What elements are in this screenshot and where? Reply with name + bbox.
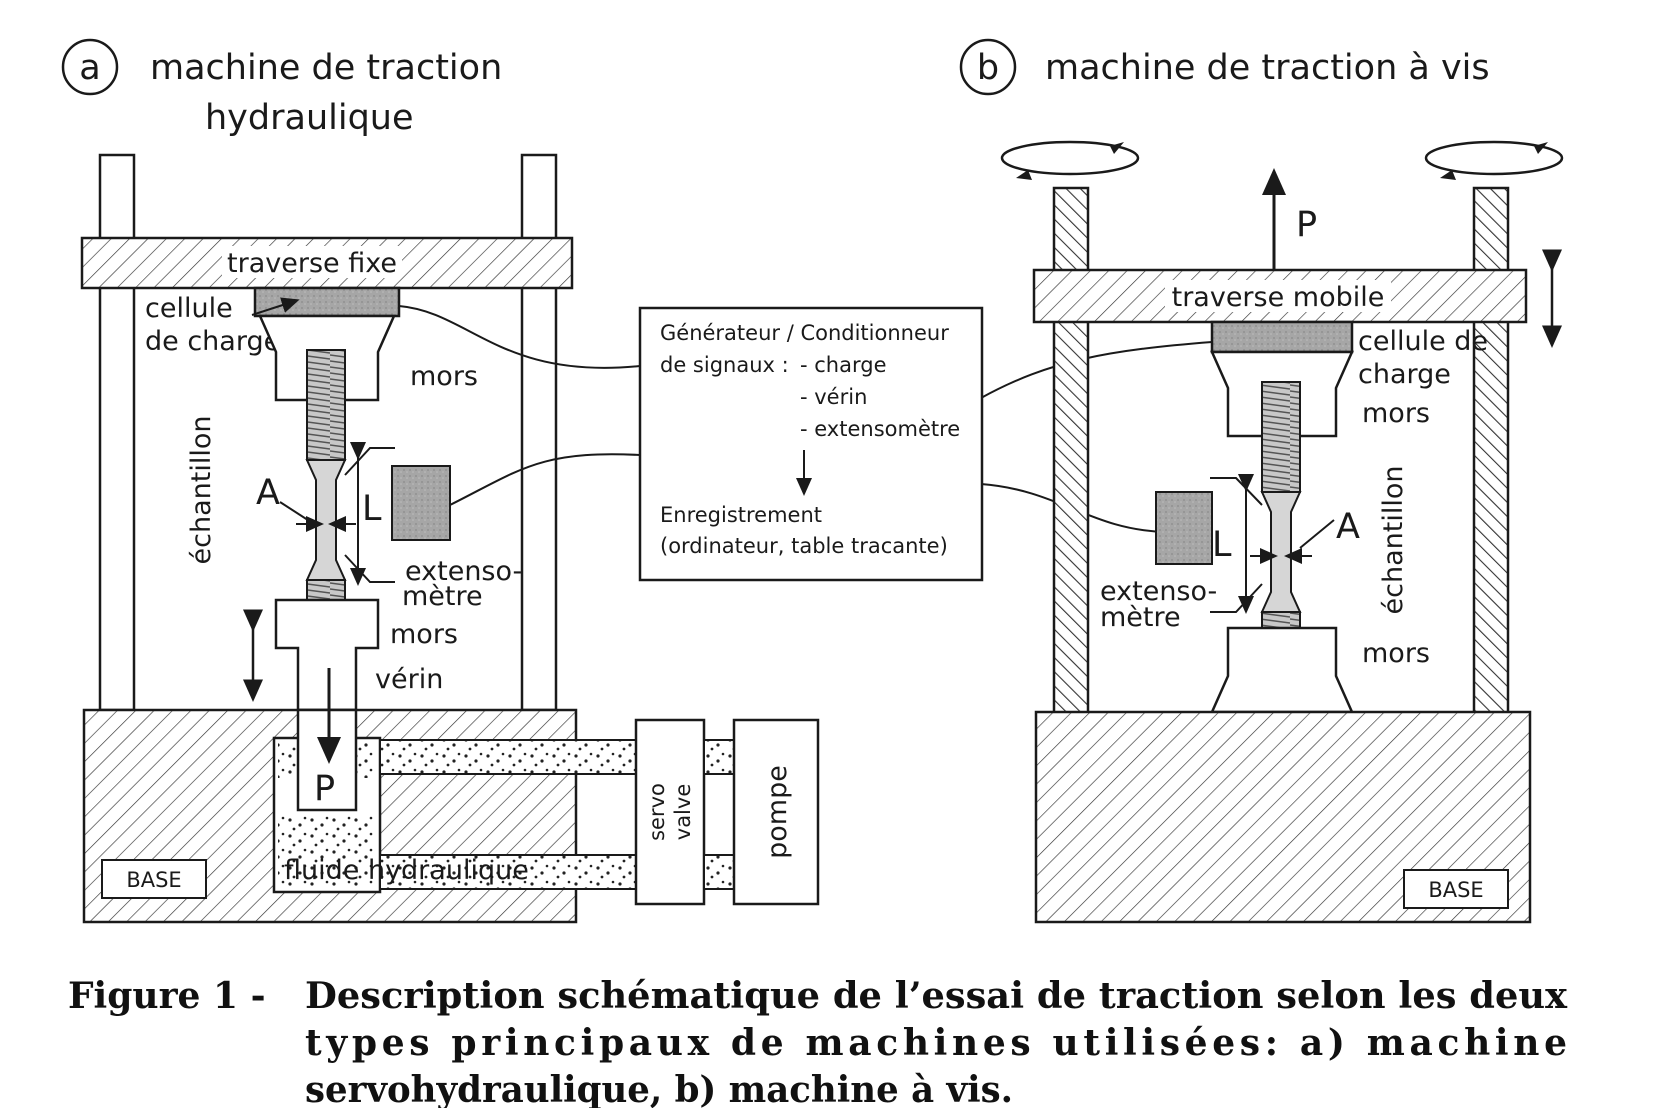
center-item2: - vérin [800,385,867,409]
center-rec-line1: Enregistrement [660,503,822,527]
panel-b-title: machine de traction à vis [1045,48,1490,88]
panel-a-extensometer-body [391,465,451,541]
panel-b-label-A: A [1336,507,1360,547]
panel-a-upper-grip-label: mors [410,361,478,392]
panel-b-force-label: P [1296,205,1317,245]
panel-a-crosshead-label: traverse fixe [227,248,397,279]
panel-b-load-cell [1210,320,1354,354]
panel-a-pump-label: pompe [762,765,793,859]
panel-a-extensometer-label-1: extenso- [405,556,522,587]
panel-a-label-A: A [256,473,280,513]
panel-b-extensometer-body [1155,491,1213,565]
panel-b-screw-left [1052,186,1090,717]
panel-a-pump [732,718,820,906]
center-rec-line2: (ordinateur, table tracante) [660,534,948,558]
panel-a-servo-valve [634,718,706,906]
panel-a-servo-valve-label-2: valve [671,784,695,840]
center-line1: Générateur / Conditionneur [660,321,949,345]
panel-b-screw-machine: b machine de traction à vis P traverse m… [959,38,1564,924]
panel-a-extensometer-label-2: mètre [402,581,483,612]
panel-b-load-cell-label-2: charge [1358,359,1451,390]
panel-a-label-L: L [362,489,382,529]
panel-b-screw-right [1472,186,1510,717]
panel-b-load-cell-label-1: cellule de [1358,326,1488,357]
caption-prefix: Figure 1 - [68,975,266,1017]
panel-b-crosshead-label: traverse mobile [1172,282,1385,313]
panel-b-extensometer-label-2: mètre [1100,602,1181,633]
panel-a-lower-grip [274,598,380,712]
panel-b-base-label: BASE [1428,878,1483,902]
panel-b-base-label-box [1403,869,1509,909]
caption-line2: types principaux de machines utilisées: … [305,1022,1567,1064]
panel-b-extensometer-label-1: extenso- [1100,576,1217,607]
panel-b-lower-grip [1210,626,1354,714]
panel-b-rotation-right-icon [1424,140,1564,176]
panel-a-title-line1: machine de traction [150,48,502,88]
panel-a-force-label: P [314,769,335,809]
center-item3: - extensomètre [800,417,960,441]
panel-a-load-cell-pointer [251,297,300,316]
panel-a-hydraulic-machine: a machine de traction hydraulique traver… [61,38,820,924]
panel-a-letter-circle [61,38,119,96]
panel-a-specimen-label: échantillon [186,416,217,565]
panel-a-servo-valve-label-1: servo [645,783,669,841]
caption-line1: Description schématique de l’essai de tr… [305,975,1568,1017]
panel-b-letter-circle [959,38,1017,96]
center-line2-prefix: de signaux : [660,353,789,377]
panel-a-title-line2: hydraulique [205,98,414,138]
panel-a-base-label: BASE [126,868,181,892]
center-item1: - charge [800,353,887,377]
panel-b-letter: b [977,48,999,88]
figure-caption: Figure 1 - Description schématique de l’… [68,975,1568,1108]
panel-b-specimen-label: échantillon [1378,466,1409,615]
signal-conditioner-box: Générateur / Conditionneur de signaux : … [638,306,984,582]
caption-line3: servohydraulique, b) machine à vis. [305,1069,1013,1108]
panel-a-lower-grip-label: mors [390,619,458,650]
panel-b-label-L: L [1212,525,1232,565]
panel-a-actuator-label: vérin [375,664,443,695]
panel-a-load-cell-label-1: cellule [145,293,233,324]
panel-b-upper-grip-label: mors [1362,398,1430,429]
panel-a-load-cell-label-2: de charge [145,326,280,357]
panel-a-load-cell [253,286,401,318]
panel-b-lower-grip-label: mors [1362,638,1430,669]
panel-b-rotation-left-icon [1000,140,1140,176]
panel-a-fluid-label: fluide hydraulique [284,855,529,886]
panel-a-fluid-line-upper [379,739,637,775]
panel-a-letter: a [79,48,100,88]
panel-a-base-label-box [101,859,207,899]
